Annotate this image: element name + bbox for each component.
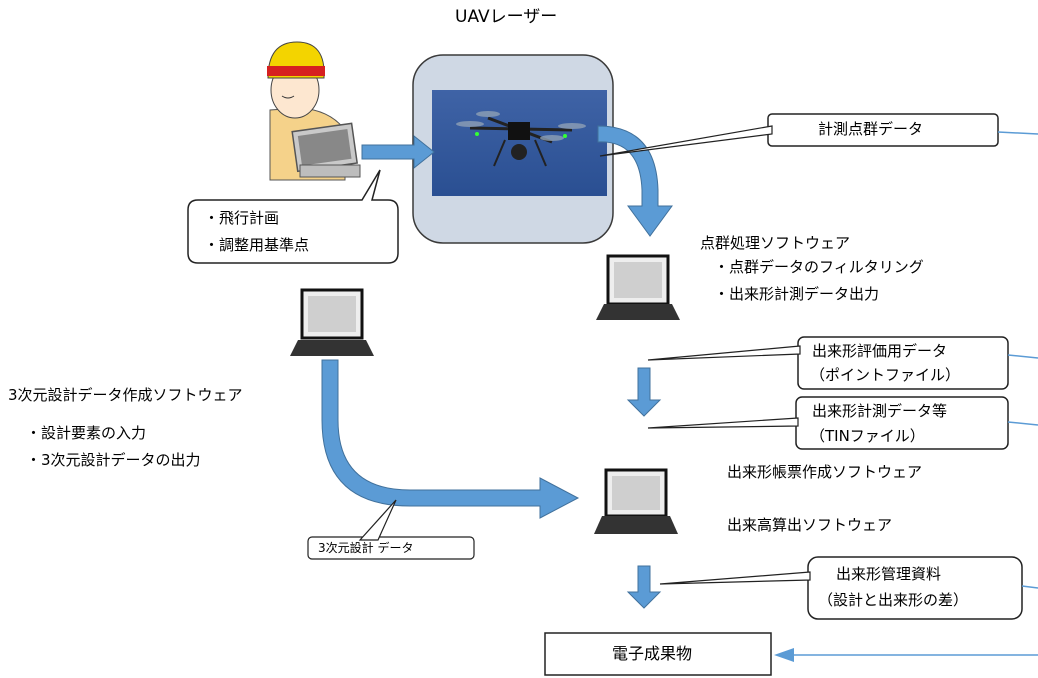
- arrow-down-1: [626, 367, 662, 417]
- point-cloud-data-label: 計測点群データ: [818, 120, 924, 138]
- evaluation-data-sub: （ポイントファイル）: [810, 366, 961, 384]
- arrow-to-uav: [361, 134, 435, 170]
- flight-plan-item: ・調整用基準点: [204, 236, 310, 254]
- laptop-icon: [596, 254, 680, 320]
- arrow-down-2: [626, 565, 662, 609]
- design-software-item: ・3次元設計データの出力: [26, 451, 201, 469]
- arrow-design-data: [321, 359, 580, 519]
- form-sheet-software: 出来形帳票作成ソフトウェア: [727, 463, 923, 481]
- management-docs-sub: （設計と出来形の差）: [818, 591, 969, 609]
- uav-title: UAVレーザー: [455, 7, 558, 27]
- design-data-label: 3次元設計 データ: [318, 541, 414, 555]
- point-cloud-software-title: 点群処理ソフトウェア: [700, 234, 851, 252]
- drone-photo: [432, 90, 607, 196]
- worker-icon: [267, 41, 361, 181]
- measurement-data-sub: （TINファイル）: [810, 427, 925, 445]
- callout-evaluation: [797, 336, 1009, 390]
- deliverables-box: [544, 632, 772, 676]
- point-cloud-software-item: ・出来形計測データ出力: [714, 285, 880, 303]
- laptop-icon: [594, 468, 678, 534]
- design-software-item: ・設計要素の入力: [26, 424, 147, 442]
- measurement-data-label: 出来形計測データ等: [812, 402, 948, 420]
- design-software-title: 3次元設計データ作成ソフトウェア: [8, 386, 243, 404]
- point-cloud-software-item: ・点群データのフィルタリング: [714, 258, 924, 276]
- callout-design-data: [307, 536, 475, 560]
- deliverables-label: 電子成果物: [612, 644, 693, 663]
- flight-plan-item: ・飛行計画: [204, 209, 280, 227]
- callout-flight-plan: [187, 169, 399, 264]
- callout-management: [807, 556, 1023, 620]
- volume-calc-software: 出来高算出ソフトウェア: [727, 516, 893, 534]
- laptop-icon: [290, 288, 374, 356]
- arrow-curve-down: [597, 125, 673, 237]
- management-docs-label: 出来形管理資料: [836, 565, 942, 583]
- evaluation-data-label: 出来形評価用データ: [812, 342, 948, 360]
